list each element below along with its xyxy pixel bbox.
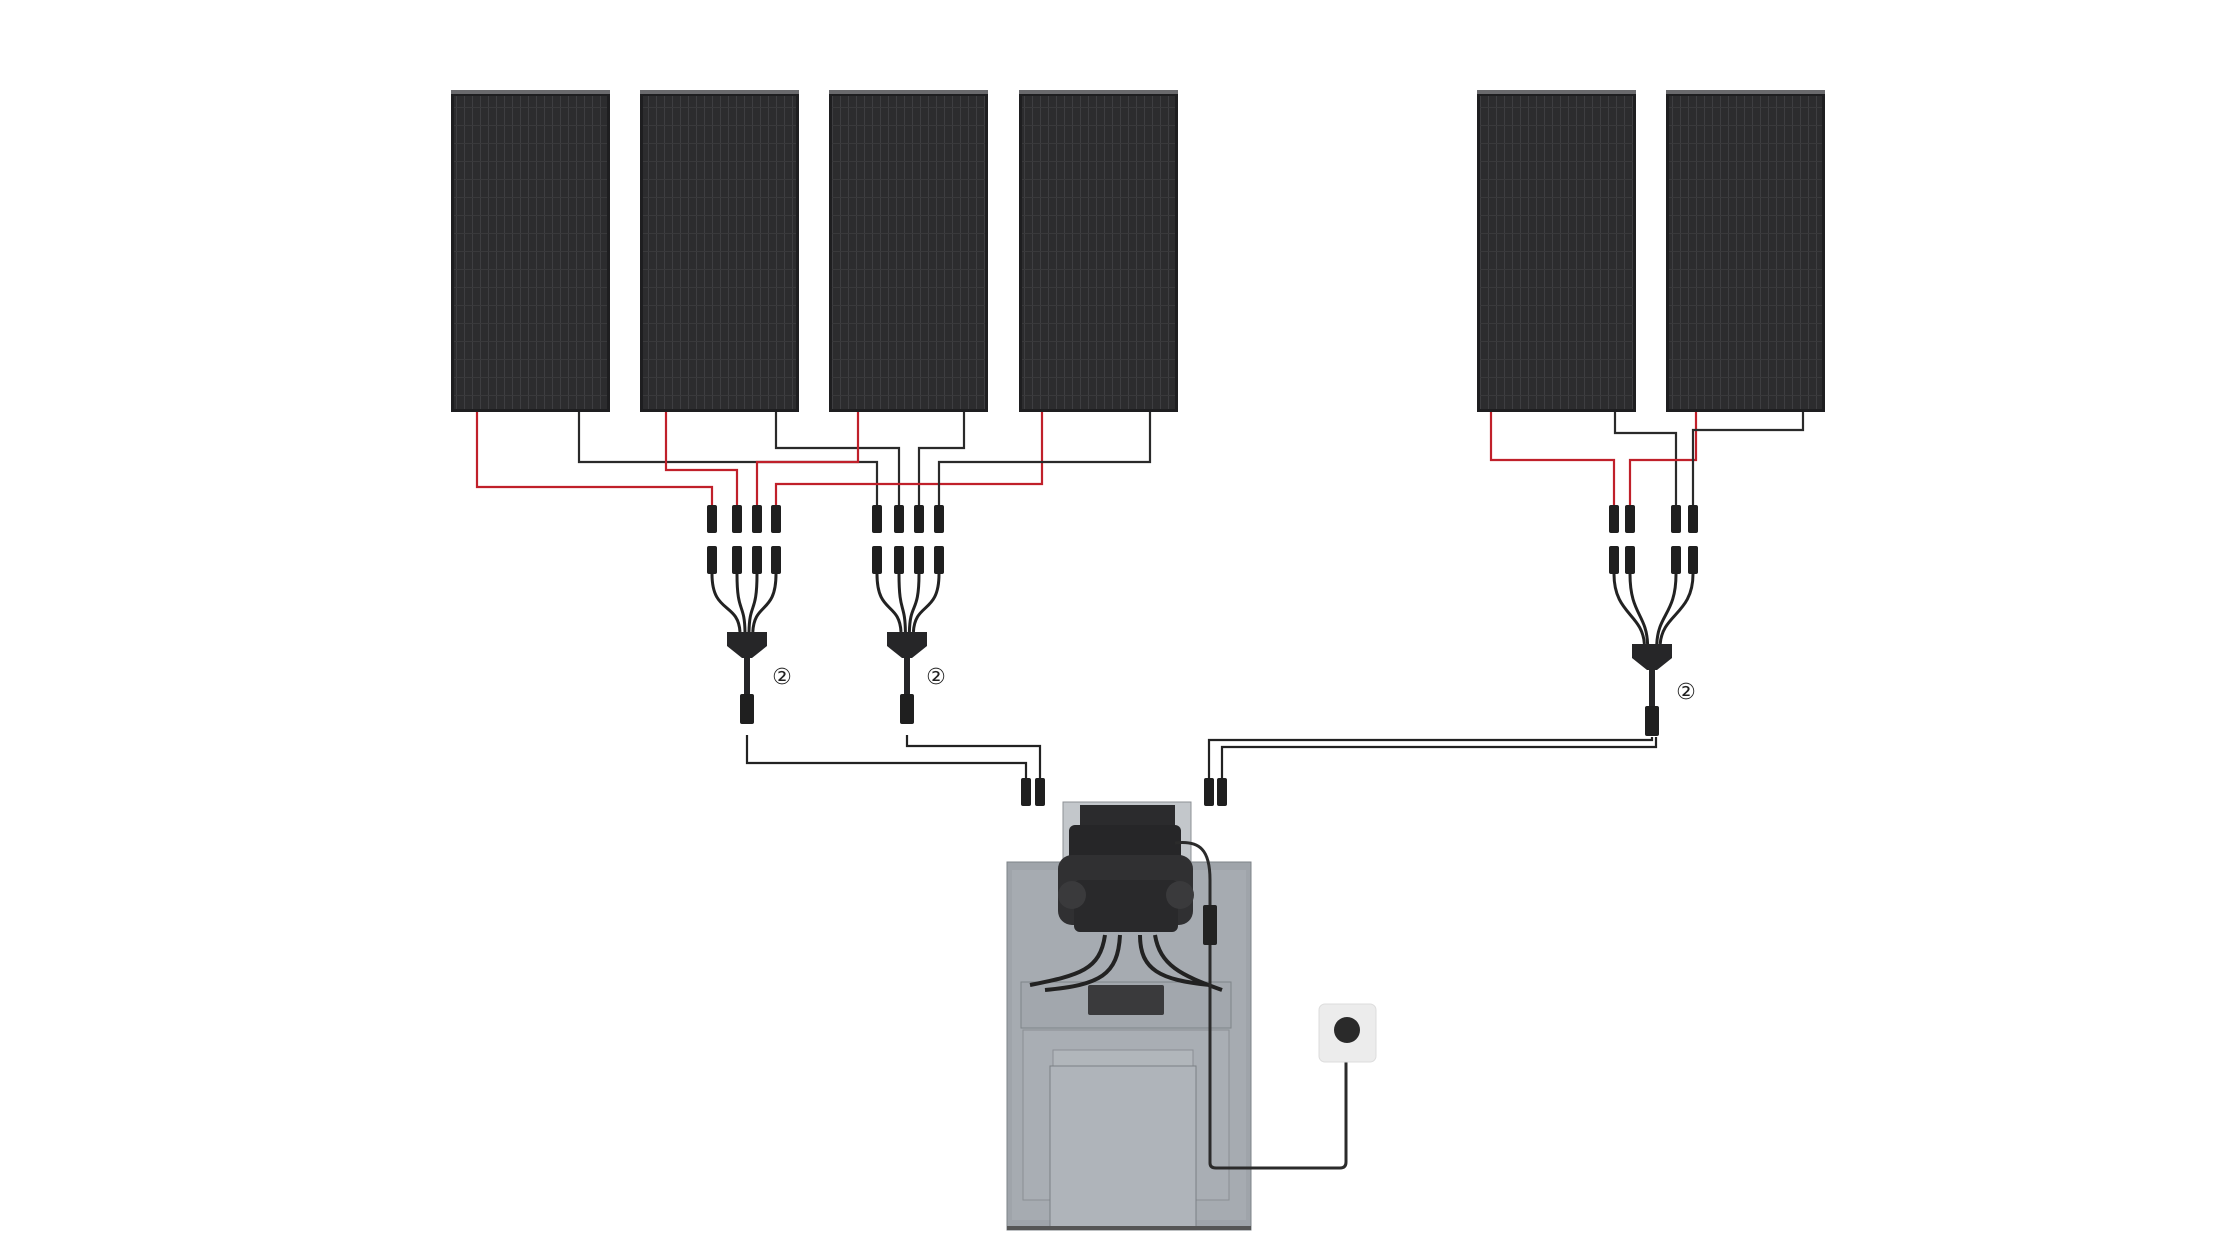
panel-wire: [475, 412, 714, 505]
solar-panels: [451, 90, 1825, 412]
splitter-body: [727, 632, 767, 658]
panel-wire: [937, 412, 1152, 505]
splitter-lead: [875, 573, 903, 633]
panel-wire: [774, 412, 901, 505]
panel-wire: [664, 412, 739, 505]
mc4-connector: [934, 505, 944, 533]
panel-wire: [774, 412, 1044, 505]
splitter-lead: [911, 573, 941, 633]
mc4-connector: [707, 505, 717, 533]
mc4-connector: [1609, 546, 1619, 574]
splitter-lead: [1658, 573, 1695, 645]
wires: [475, 412, 1805, 780]
mc4-connector: [1671, 546, 1681, 574]
panel-wire: [1613, 412, 1678, 505]
mc4-connector: [732, 546, 742, 574]
splitter-lead: [1612, 573, 1646, 645]
panel-wire: [917, 412, 966, 505]
mc4-connector: [1609, 505, 1619, 533]
splitter-lead: [1655, 573, 1678, 645]
splitter-label-center: ②: [926, 665, 946, 690]
splitter-lead: [747, 573, 759, 633]
splitter-body: [1632, 644, 1672, 670]
splitter-output-connector: [740, 694, 754, 724]
splitter-lead: [710, 573, 742, 633]
mc4-connector: [1688, 505, 1698, 533]
wall-outlet[interactable]: [1318, 1003, 1377, 1063]
mc4-connector: [752, 505, 762, 533]
ac-cable: [1174, 840, 1348, 1170]
mc4-connector: [1671, 505, 1681, 533]
splitter-lead: [1628, 573, 1650, 645]
mc4-connector: [1625, 505, 1635, 533]
mc4-connector: [707, 546, 717, 574]
mc4-connector: [894, 505, 904, 533]
trunk-wire-center: [905, 735, 1042, 780]
splitter-label-left: ②: [772, 665, 792, 690]
splitter-lead: [735, 573, 747, 633]
trunk-wire-right: [1207, 737, 1658, 780]
splitter-lead: [897, 573, 907, 633]
panel-wire: [755, 412, 860, 505]
splitter-body: [887, 632, 927, 658]
panel-wire: [1489, 412, 1616, 505]
y-splitters: [710, 573, 1695, 736]
mc4-connector: [914, 505, 924, 533]
panel-wire: [577, 412, 879, 505]
splitter-label-right: ②: [1676, 680, 1696, 705]
plug-icon: [1334, 1017, 1360, 1043]
splitter-output-connector: [1645, 706, 1659, 736]
panel-wire: [1628, 412, 1698, 505]
splitter-lead: [907, 573, 921, 633]
mc4-connector: [1204, 778, 1214, 806]
mc4-connector: [894, 546, 904, 574]
microinverter: [1029, 805, 1348, 1170]
mc4-connectors: [707, 505, 1698, 806]
mc4-connector: [872, 505, 882, 533]
mc4-connector: [771, 505, 781, 533]
mc4-connector: [1035, 778, 1045, 806]
mc4-connector: [1217, 778, 1227, 806]
mc4-connector: [1688, 546, 1698, 574]
product-label-plate: [1088, 985, 1164, 1015]
mc4-connector: [752, 546, 762, 574]
mc4-connector: [1021, 778, 1031, 806]
splitter-lead: [751, 573, 778, 633]
mc4-connector: [771, 546, 781, 574]
mc4-connector: [872, 546, 882, 574]
splitter-output-connector: [900, 694, 914, 724]
mc4-connector: [1625, 546, 1635, 574]
mc4-connector: [934, 546, 944, 574]
mc4-connector: [914, 546, 924, 574]
panel-wire: [1691, 412, 1805, 505]
mc4-connector: [732, 505, 742, 533]
trunk-wire-left: [745, 735, 1028, 780]
